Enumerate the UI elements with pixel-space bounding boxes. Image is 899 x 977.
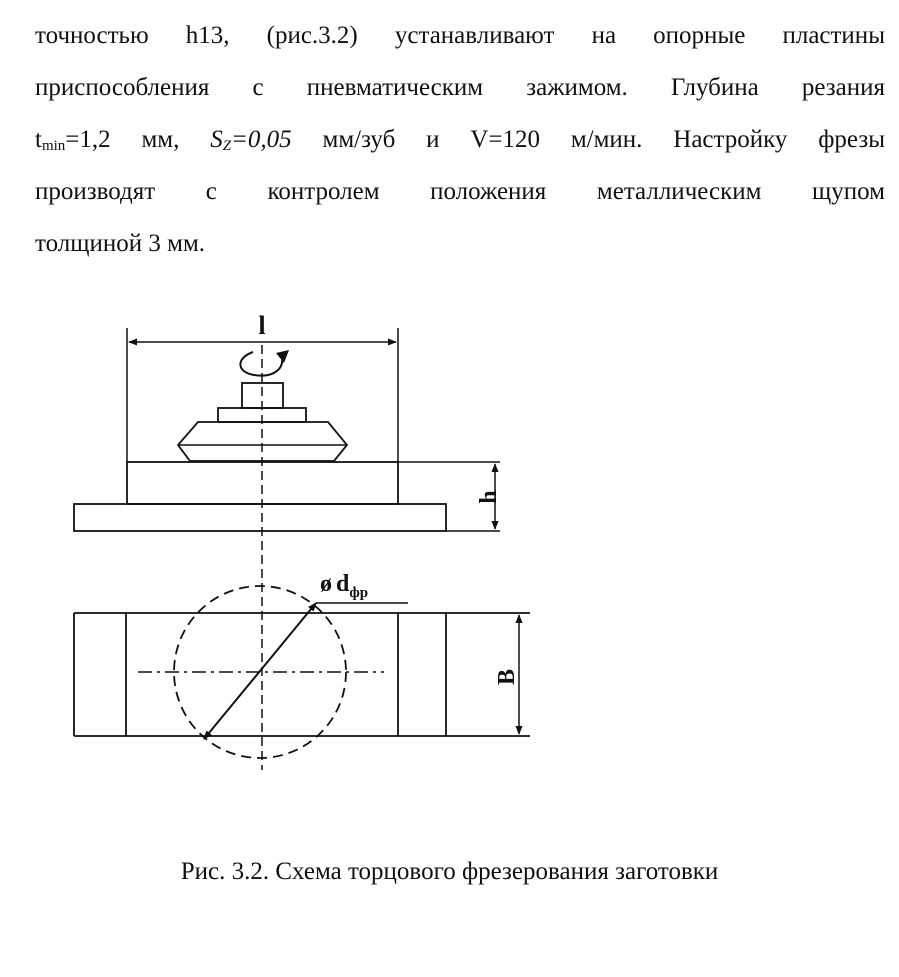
cutter-circle xyxy=(173,585,347,759)
base-plate xyxy=(73,503,447,532)
paragraph-line-2: приспособления с пневматическим зажимом.… xyxy=(35,74,885,101)
rotation-arrow-icon xyxy=(239,351,284,377)
figure-caption: Рис. 3.2. Схема торцового фрезерования з… xyxy=(180,858,719,885)
paragraph-line-3: tmin=1,2 мм, SZ=0,05 мм/зуб и V=120 м/ми… xyxy=(35,126,886,154)
body-paragraph: точностью h13, (рис.3.2) устанавливают н… xyxy=(35,10,885,270)
paragraph-line-5: толщиной 3 мм. xyxy=(35,230,206,257)
diameter-line xyxy=(203,602,317,740)
paragraph-line-4: производят с контролем положения металли… xyxy=(35,178,885,205)
paragraph-line-1: точностью h13, (рис.3.2) устанавливают н… xyxy=(35,22,885,49)
sz-symbol: SZ=0,05 xyxy=(210,126,292,154)
workpiece-side xyxy=(126,461,399,505)
t-min-symbol: tmin xyxy=(35,126,66,154)
label-l: l xyxy=(258,311,265,340)
label-b: B xyxy=(494,669,520,685)
cutter-body xyxy=(176,421,349,462)
label-h: h xyxy=(476,490,502,503)
